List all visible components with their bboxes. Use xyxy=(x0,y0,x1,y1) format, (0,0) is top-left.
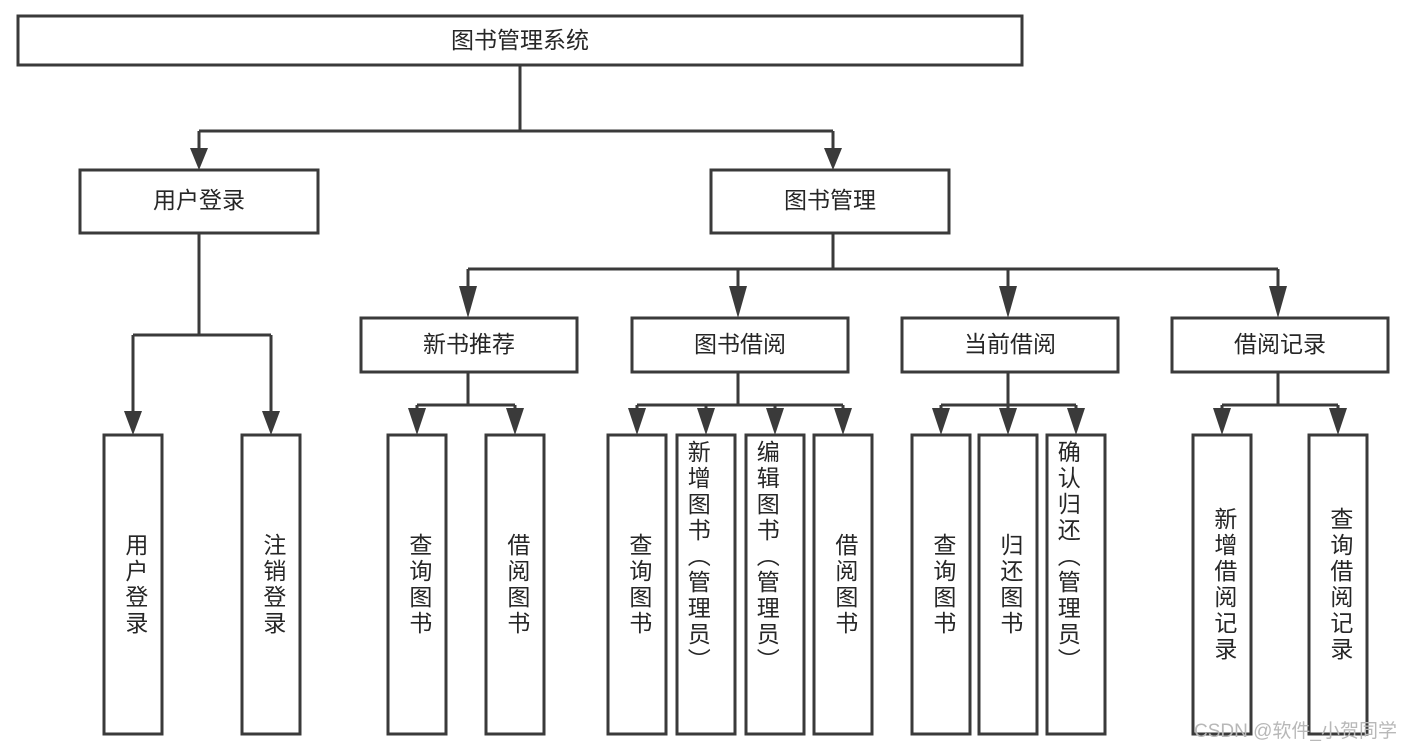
node-book-management-label: 图书管理 xyxy=(784,187,876,213)
node-current-borrow[interactable]: 当前借阅 xyxy=(900,316,1120,374)
leaf-logout-box[interactable] xyxy=(240,433,302,736)
leaf-recommend-borrow-book-label: 借阅图书 xyxy=(504,533,531,637)
arrowhead-current-leaf-2 xyxy=(1067,408,1085,435)
leaf-node-borrow-book[interactable]: 借阅图书 xyxy=(812,433,874,736)
arrowhead-book-manage xyxy=(824,148,842,170)
node-new-book-recommend[interactable]: 新书推荐 xyxy=(359,316,579,374)
leaf-node-borrow-query-book[interactable]: 查询图书 xyxy=(606,433,668,736)
leaf-query-borrow-record-box[interactable] xyxy=(1307,433,1369,736)
arrowhead-book-borrow xyxy=(729,286,747,318)
leaf-edit-book-admin-box[interactable] xyxy=(744,433,806,736)
node-current-borrow-box[interactable] xyxy=(900,316,1120,374)
node-current-borrow-label: 当前借阅 xyxy=(964,331,1056,357)
leaf-query-borrow-record-label: 查询借阅记录 xyxy=(1327,507,1354,663)
node-borrow-record-label: 借阅记录 xyxy=(1234,331,1326,357)
leaf-node-recommend-borrow-book[interactable]: 借阅图书 xyxy=(484,433,546,736)
leaf-node-return-book[interactable]: 归还图书 xyxy=(977,433,1039,736)
node-book-management[interactable]: 图书管理 xyxy=(709,168,951,235)
leaf-node-query-borrow-record[interactable]: 查询借阅记录 xyxy=(1307,433,1369,736)
node-user-login-label: 用户登录 xyxy=(153,187,245,213)
node-root-box[interactable] xyxy=(16,14,1024,67)
arrowhead-recommend-leaf-1 xyxy=(506,408,524,435)
arrowhead-borrow-leaf-0 xyxy=(628,408,646,435)
leaf-recommend-query-book-box[interactable] xyxy=(386,433,448,736)
csdn-watermark: CSDN @软件_小贺同学 xyxy=(1194,721,1397,742)
leaf-node-current-query-book[interactable]: 查询图书 xyxy=(910,433,972,736)
leaf-add-borrow-record-label: 新增借阅记录 xyxy=(1211,507,1238,663)
arrowhead-record-leaf-1 xyxy=(1329,408,1347,435)
leaf-borrow-book-box[interactable] xyxy=(812,433,874,736)
leaf-recommend-borrow-book-box[interactable] xyxy=(484,433,546,736)
node-root-label: 图书管理系统 xyxy=(451,27,589,53)
leaf-logout-label: 注销登录 xyxy=(260,533,287,637)
arrowhead-leaf-user-login xyxy=(124,411,142,435)
leaf-edit-book-admin-label: 编辑图书（管理员） xyxy=(753,440,780,674)
arrowhead-borrow-record xyxy=(1269,286,1287,318)
leaf-borrow-query-book-box[interactable] xyxy=(606,433,668,736)
leaf-add-book-admin-box[interactable] xyxy=(675,433,737,736)
leaf-current-query-book-box[interactable] xyxy=(910,433,972,736)
arrowhead-user-login xyxy=(190,148,208,170)
leaf-return-book-label: 归还图书 xyxy=(997,533,1024,637)
connectors xyxy=(124,65,1347,435)
leaf-confirm-return-admin-label: 确认归还（管理员） xyxy=(1054,440,1081,674)
node-root-book-management-system[interactable]: 图书管理系统 xyxy=(16,14,1024,67)
leaf-add-book-admin-label: 新增图书（管理员） xyxy=(684,440,711,674)
leaf-node-recommend-query-book[interactable]: 查询图书 xyxy=(386,433,448,736)
leaf-user-login-label: 用户登录 xyxy=(122,533,149,637)
arrowhead-borrow-leaf-1 xyxy=(697,408,715,435)
leaf-borrow-query-book-label: 查询图书 xyxy=(626,533,653,637)
leaf-node-add-borrow-record[interactable]: 新增借阅记录 xyxy=(1191,433,1253,736)
leaf-user-login-box[interactable] xyxy=(102,433,164,736)
node-user-login[interactable]: 用户登录 xyxy=(78,168,320,235)
leaf-node-add-book-admin[interactable]: 新增图书（管理员） xyxy=(675,433,737,736)
arrowhead-current-leaf-1 xyxy=(999,408,1017,435)
node-book-borrow-box[interactable] xyxy=(630,316,850,374)
node-book-management-box[interactable] xyxy=(709,168,951,235)
leaf-borrow-book-label: 借阅图书 xyxy=(832,533,859,637)
leaf-node-edit-book-admin[interactable]: 编辑图书（管理员） xyxy=(744,433,806,736)
arrowhead-current-borrow xyxy=(999,286,1017,318)
node-borrow-record-box[interactable] xyxy=(1170,316,1390,374)
arrowhead-record-leaf-0 xyxy=(1213,408,1231,435)
node-new-book-recommend-label: 新书推荐 xyxy=(423,331,515,357)
arrowhead-borrow-leaf-2 xyxy=(766,408,784,435)
leaf-recommend-query-book-label: 查询图书 xyxy=(406,533,433,637)
leaf-node-logout[interactable]: 注销登录 xyxy=(240,433,302,736)
arrowhead-recommend-leaf-0 xyxy=(408,408,426,435)
leaf-node-user-login[interactable]: 用户登录 xyxy=(102,433,164,736)
leaf-return-book-box[interactable] xyxy=(977,433,1039,736)
node-new-book-recommend-box[interactable] xyxy=(359,316,579,374)
node-book-borrow-label: 图书借阅 xyxy=(694,331,786,357)
node-book-borrow[interactable]: 图书借阅 xyxy=(630,316,850,374)
arrowhead-leaf-logout xyxy=(262,411,280,435)
arrowhead-borrow-leaf-3 xyxy=(834,408,852,435)
leaf-node-confirm-return-admin[interactable]: 确认归还（管理员） xyxy=(1045,433,1107,736)
leaf-add-borrow-record-box[interactable] xyxy=(1191,433,1253,736)
node-user-login-box[interactable] xyxy=(78,168,320,235)
leaf-confirm-return-admin-box[interactable] xyxy=(1045,433,1107,736)
node-borrow-record[interactable]: 借阅记录 xyxy=(1170,316,1390,374)
arrowhead-new-book-recommend xyxy=(459,286,477,318)
arrowhead-current-leaf-0 xyxy=(932,408,950,435)
leaf-current-query-book-label: 查询图书 xyxy=(930,533,957,637)
